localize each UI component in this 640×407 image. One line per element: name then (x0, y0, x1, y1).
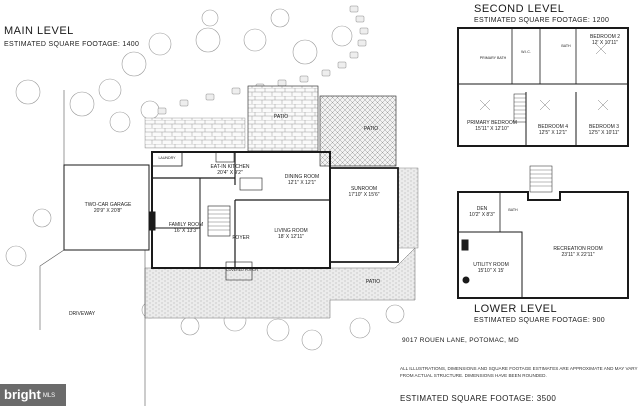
patio-bottom-paving (144, 247, 416, 319)
second-level-footage: ESTIMATED SQUARE FOOTAGE: 1200 (474, 17, 610, 24)
total-square-footage: ESTIMATED SQUARE FOOTAGE: 3500 (400, 394, 557, 403)
main-level-footage: ESTIMATED SQUARE FOOTAGE: 1400 (4, 41, 140, 48)
property-address: 9017 ROUEN LANE, POTOMAC, MD (402, 337, 520, 344)
second-level-walls (457, 27, 629, 147)
main-level-title: MAIN LEVEL (4, 25, 74, 37)
garden-bed (144, 117, 246, 149)
room-wic: W.I.C. (521, 50, 531, 54)
room-laundry: LAUNDRY (158, 156, 176, 160)
main-level-walls (63, 151, 399, 281)
patio-top-paving (247, 85, 319, 152)
lower-level-walls (457, 165, 629, 299)
lower-level-footage: ESTIMATED SQUARE FOOTAGE: 900 (474, 317, 605, 324)
room-covered-porch: COVERED PORCH (226, 268, 258, 272)
disclaimer-text: ALL ILLUSTRATIONS, DIMENSIONS AND SQUARE… (400, 366, 638, 378)
room-lower-bath: BATH (508, 208, 518, 212)
patio-right-paving (319, 95, 397, 167)
room-primary-bath: PRIMARY BATH (479, 56, 507, 60)
room-patio-right: PATIO (363, 126, 379, 132)
room-driveway: DRIVEWAY (68, 311, 96, 317)
room-second-bath: BATH (561, 44, 571, 48)
lower-level-title: LOWER LEVEL (474, 303, 558, 315)
room-patio-bottom: PATIO (365, 279, 381, 285)
stone-path (157, 5, 369, 115)
driveway-outline (39, 90, 146, 406)
room-foyer: FOYER (232, 235, 250, 241)
second-level-title: SECOND LEVEL (474, 3, 565, 15)
sunroom-walk (397, 167, 419, 249)
room-patio-top: PATIO (273, 114, 289, 120)
